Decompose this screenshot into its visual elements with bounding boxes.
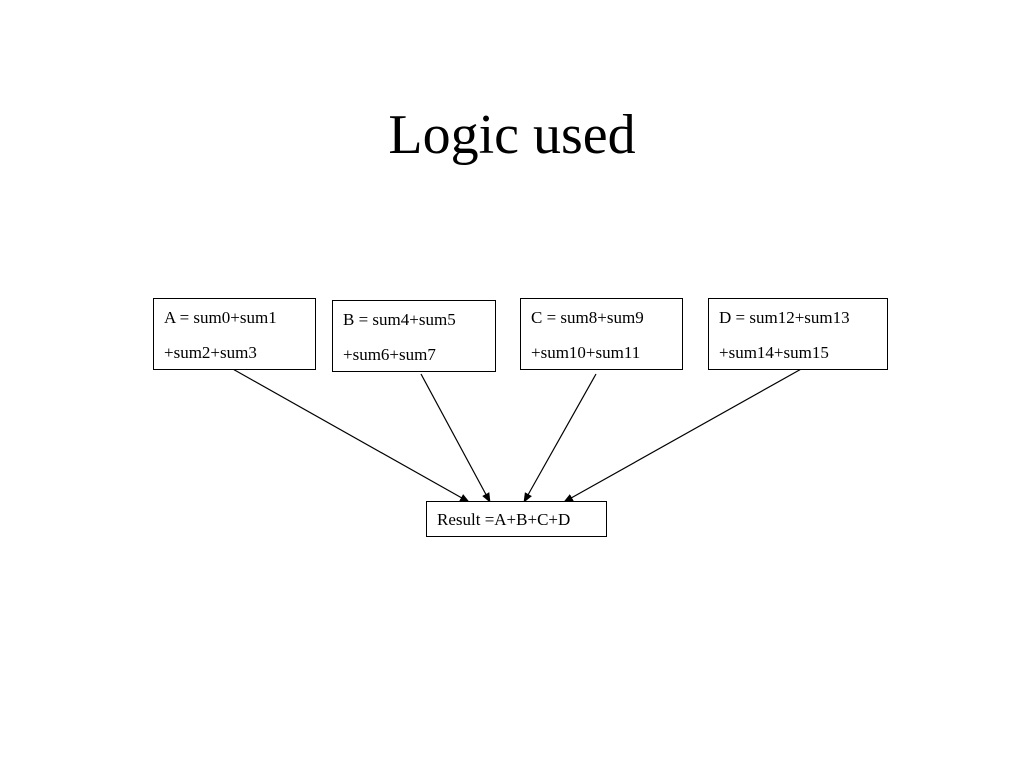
arrow-c-to-result bbox=[523, 373, 597, 503]
box-a-line1: A = sum0+sum1 bbox=[164, 308, 277, 327]
box-b: B = sum4+sum5 +sum6+sum7 bbox=[332, 300, 496, 372]
arrow-b-to-result bbox=[420, 373, 491, 503]
result-box: Result =A+B+C+D bbox=[426, 501, 607, 537]
box-a-line2: +sum2+sum3 bbox=[164, 343, 257, 362]
result-label: Result =A+B+C+D bbox=[437, 510, 571, 529]
box-b-line1: B = sum4+sum5 bbox=[343, 310, 456, 329]
box-c-line1: C = sum8+sum9 bbox=[531, 308, 644, 327]
box-c: C = sum8+sum9 +sum10+sum11 bbox=[520, 298, 683, 370]
slide-title: Logic used bbox=[388, 104, 636, 166]
box-a: A = sum0+sum1 +sum2+sum3 bbox=[153, 298, 316, 370]
box-b-line2: +sum6+sum7 bbox=[343, 345, 436, 364]
arrow-a-to-result bbox=[230, 367, 470, 503]
box-c-line2: +sum10+sum11 bbox=[531, 343, 641, 362]
box-d-line2: +sum14+sum15 bbox=[719, 343, 829, 362]
box-d-line1: D = sum12+sum13 bbox=[719, 308, 850, 327]
box-d: D = sum12+sum13 +sum14+sum15 bbox=[708, 298, 888, 370]
arrow-d-to-result bbox=[563, 367, 804, 503]
